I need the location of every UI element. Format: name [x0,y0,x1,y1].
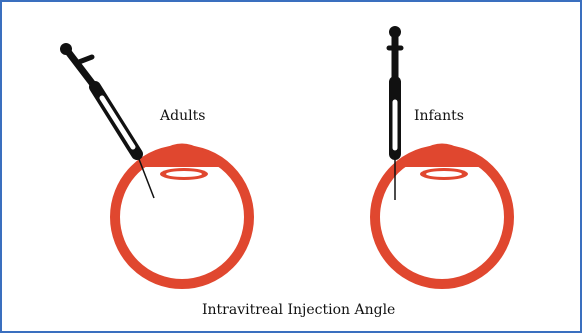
adult-lens-highlight [166,171,202,177]
infant-cornea [404,144,480,168]
adults-label: Adults [160,108,205,124]
adult-syringe-flange [79,57,92,62]
infant-lens-highlight [426,171,462,177]
adult-syringe [60,43,154,198]
adult-eye [115,144,249,285]
adult-syringe-plunger [66,49,95,87]
adult-cornea [144,144,220,168]
figure-caption: Intravitreal Injection Angle [202,302,395,318]
adult-syringe-cap [60,43,72,55]
infants-label: Infants [414,108,464,124]
adult-syringe-window [102,98,133,147]
